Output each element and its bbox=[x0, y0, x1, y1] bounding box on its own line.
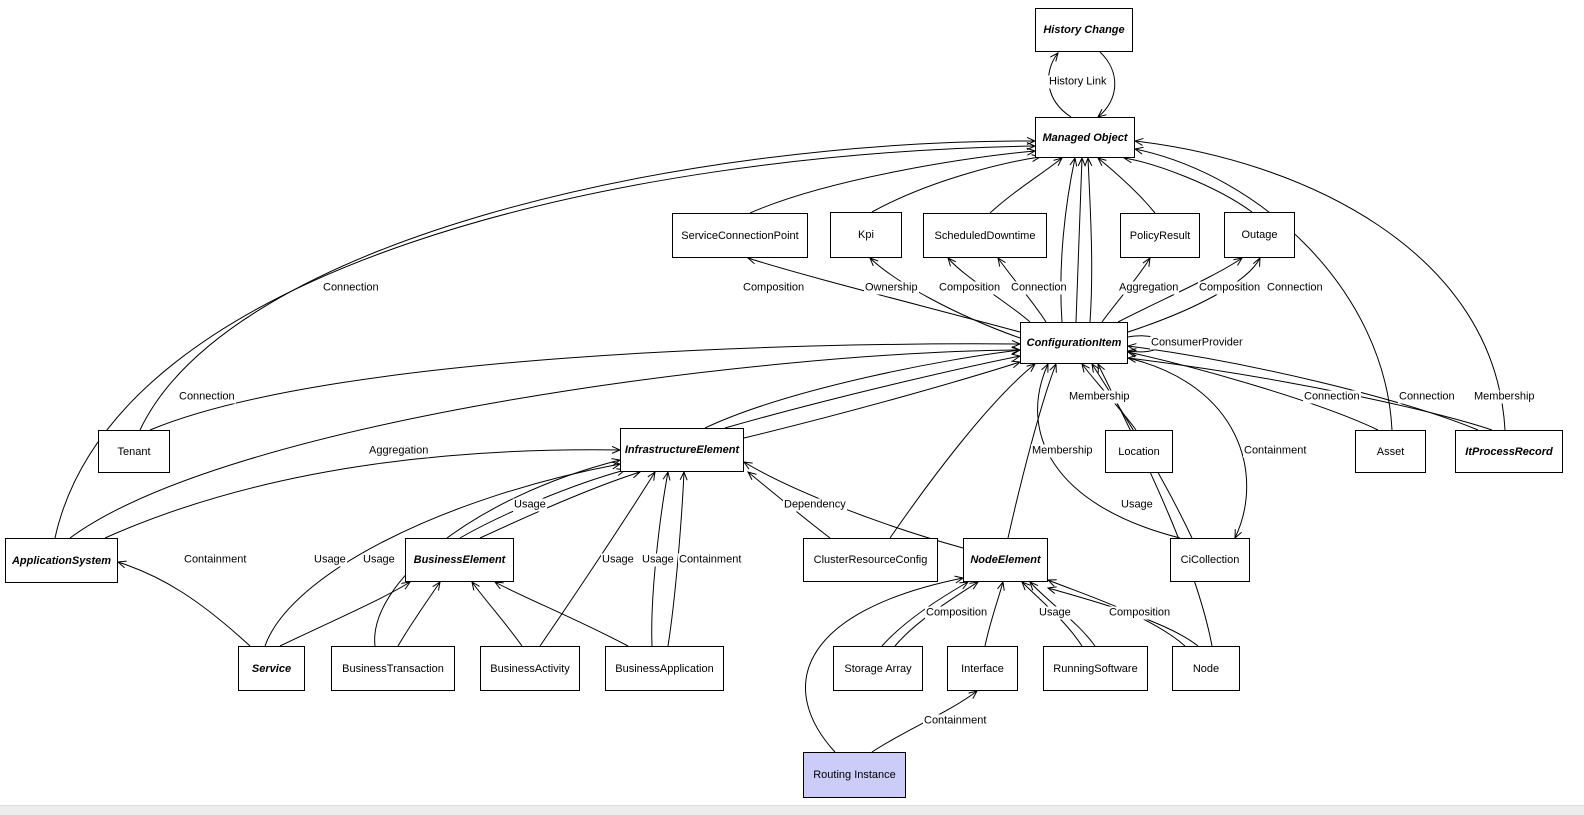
node-node_element[interactable]: NodeElement bbox=[963, 538, 1048, 582]
edge-asset-to-configuration_item bbox=[1126, 349, 1379, 431]
node-label: ClusterResourceConfig bbox=[813, 554, 928, 566]
edge-infrastructure_element-to-configuration_item bbox=[704, 346, 1022, 429]
edge-history_change-to-managed_object bbox=[1097, 51, 1116, 118]
node-label: ServiceConnectionPoint bbox=[681, 229, 799, 242]
node-routing_instance[interactable]: Routing Instance bbox=[803, 752, 906, 798]
node-location[interactable]: Location bbox=[1105, 430, 1173, 473]
edge-application_system-to-managed_object bbox=[54, 142, 1037, 539]
node-label: Managed Object bbox=[1042, 131, 1128, 144]
edge-policy_result-to-managed_object bbox=[1097, 157, 1156, 214]
node-label: Location bbox=[1118, 445, 1160, 458]
node-label: ApplicationSystem bbox=[11, 554, 112, 567]
edge-service-to-infrastructure_element bbox=[264, 461, 622, 647]
node-label: Tenant bbox=[117, 445, 151, 458]
node-label: CiCollection bbox=[1180, 554, 1240, 566]
node-configuration_item[interactable]: ConfigurationItem bbox=[1020, 322, 1128, 364]
edge-interface-to-node_element bbox=[984, 580, 1005, 647]
edge-cluster_resource_config-to-configuration_item bbox=[889, 363, 1036, 539]
node-business_application[interactable]: BusinessApplication bbox=[605, 646, 724, 691]
edge-service-to-application_system bbox=[116, 560, 251, 647]
edge-it_process_record-to-configuration_item bbox=[1126, 343, 1479, 431]
edge-infrastructure_element-to-configuration_item bbox=[743, 360, 1022, 439]
node-scheduled_downtime[interactable]: ScheduledDowntime bbox=[923, 213, 1047, 258]
node-label: RunningSoftware bbox=[1053, 662, 1138, 675]
edge-configuration_item-to-managed_object bbox=[1075, 156, 1086, 323]
node-managed_object[interactable]: Managed Object bbox=[1035, 117, 1135, 158]
edge-configuration_item-to-ci_collection bbox=[1127, 357, 1248, 540]
edge-configuration_item-to-kpi bbox=[869, 257, 1021, 339]
edge-storage_array-to-node_element bbox=[881, 581, 970, 647]
edge-business_activity-to-business_element bbox=[471, 580, 523, 647]
edge-business_element-to-infrastructure_element bbox=[479, 470, 642, 539]
edge-asset-to-managed_object bbox=[1133, 146, 1393, 431]
node-label: ScheduledDowntime bbox=[934, 229, 1036, 242]
node-running_software[interactable]: RunningSoftware bbox=[1043, 646, 1148, 691]
edge-kpi-to-managed_object bbox=[871, 154, 1042, 213]
node-label: BusinessTransaction bbox=[342, 662, 444, 675]
node-label: PolicyResult bbox=[1129, 229, 1191, 242]
node-node[interactable]: Node bbox=[1172, 646, 1240, 691]
edge-routing_instance-to-node_element bbox=[805, 575, 965, 753]
node-cluster_resource_config[interactable]: ClusterResourceConfig bbox=[803, 538, 938, 582]
edge-business_application-to-business_element bbox=[493, 581, 629, 647]
node-label: BusinessElement bbox=[413, 554, 506, 566]
node-asset[interactable]: Asset bbox=[1355, 430, 1426, 473]
node-label: History Change bbox=[1043, 24, 1125, 36]
node-business_transaction[interactable]: BusinessTransaction bbox=[331, 646, 455, 691]
edge-it_process_record-to-managed_object bbox=[1133, 137, 1506, 431]
node-label: Node bbox=[1192, 662, 1220, 675]
node-service_connection_point[interactable]: ServiceConnectionPoint bbox=[672, 213, 808, 258]
edge-tenant-to-managed_object bbox=[139, 137, 1037, 431]
node-label: BusinessActivity bbox=[490, 662, 570, 675]
node-business_element[interactable]: BusinessElement bbox=[405, 538, 514, 582]
node-ci_collection[interactable]: CiCollection bbox=[1170, 538, 1250, 582]
node-service[interactable]: Service bbox=[238, 646, 305, 691]
edge-infrastructure_element-to-configuration_item bbox=[724, 353, 1022, 429]
node-label: ItProcessRecord bbox=[1465, 445, 1553, 458]
edge-configuration_item-to-outage bbox=[1127, 256, 1261, 333]
node-label: BusinessApplication bbox=[615, 662, 714, 675]
edge-configuration_item-to-managed_object bbox=[1060, 156, 1078, 323]
edge-application_system-to-configuration_item bbox=[69, 346, 1022, 539]
node-storage_array[interactable]: Storage Array bbox=[833, 646, 923, 691]
edge-scheduled_downtime-to-managed_object bbox=[989, 157, 1063, 214]
node-kpi[interactable]: Kpi bbox=[830, 212, 902, 258]
bottom-scroll-strip bbox=[0, 805, 1584, 815]
node-outage[interactable]: Outage bbox=[1224, 212, 1295, 258]
node-history_change[interactable]: History Change bbox=[1035, 8, 1133, 52]
node-label: Outage bbox=[1241, 229, 1278, 241]
node-it_process_record[interactable]: ItProcessRecord bbox=[1455, 430, 1563, 473]
node-interface[interactable]: Interface bbox=[947, 646, 1018, 691]
node-label: ConfigurationItem bbox=[1026, 337, 1122, 349]
edge-ci_collection-to-configuration_item bbox=[1037, 362, 1181, 539]
edge-service-to-business_element bbox=[279, 581, 412, 647]
node-label: Service bbox=[251, 662, 292, 675]
edge-outage-to-managed_object bbox=[1122, 155, 1253, 213]
node-label: Routing Instance bbox=[813, 769, 896, 781]
edge-service_connection_point-to-managed_object bbox=[749, 147, 1037, 214]
node-label: InfrastructureElement bbox=[624, 444, 740, 456]
edge-configuration_item-to-managed_object bbox=[1084, 156, 1093, 323]
edge-configuration_item-to-outage bbox=[1117, 257, 1244, 323]
node-application_system[interactable]: ApplicationSystem bbox=[5, 538, 118, 583]
edge-business_transaction-to-business_element bbox=[397, 580, 441, 647]
node-label: Kpi bbox=[858, 229, 874, 241]
edge-application_system-to-infrastructure_element bbox=[104, 445, 622, 539]
node-tenant[interactable]: Tenant bbox=[98, 430, 170, 473]
node-infrastructure_element[interactable]: InfrastructureElement bbox=[620, 428, 744, 472]
edge-tenant-to-configuration_item bbox=[149, 339, 1022, 431]
edge-business_activity-to-infrastructure_element bbox=[539, 470, 656, 647]
edge-node_element-to-configuration_item bbox=[1007, 362, 1057, 539]
node-label: Interface bbox=[961, 662, 1004, 675]
node-label: Storage Array bbox=[844, 662, 912, 675]
node-policy_result[interactable]: PolicyResult bbox=[1120, 213, 1200, 258]
node-label: NodeElement bbox=[970, 554, 1041, 566]
node-business_activity[interactable]: BusinessActivity bbox=[480, 646, 580, 691]
node-label: Asset bbox=[1376, 445, 1405, 458]
